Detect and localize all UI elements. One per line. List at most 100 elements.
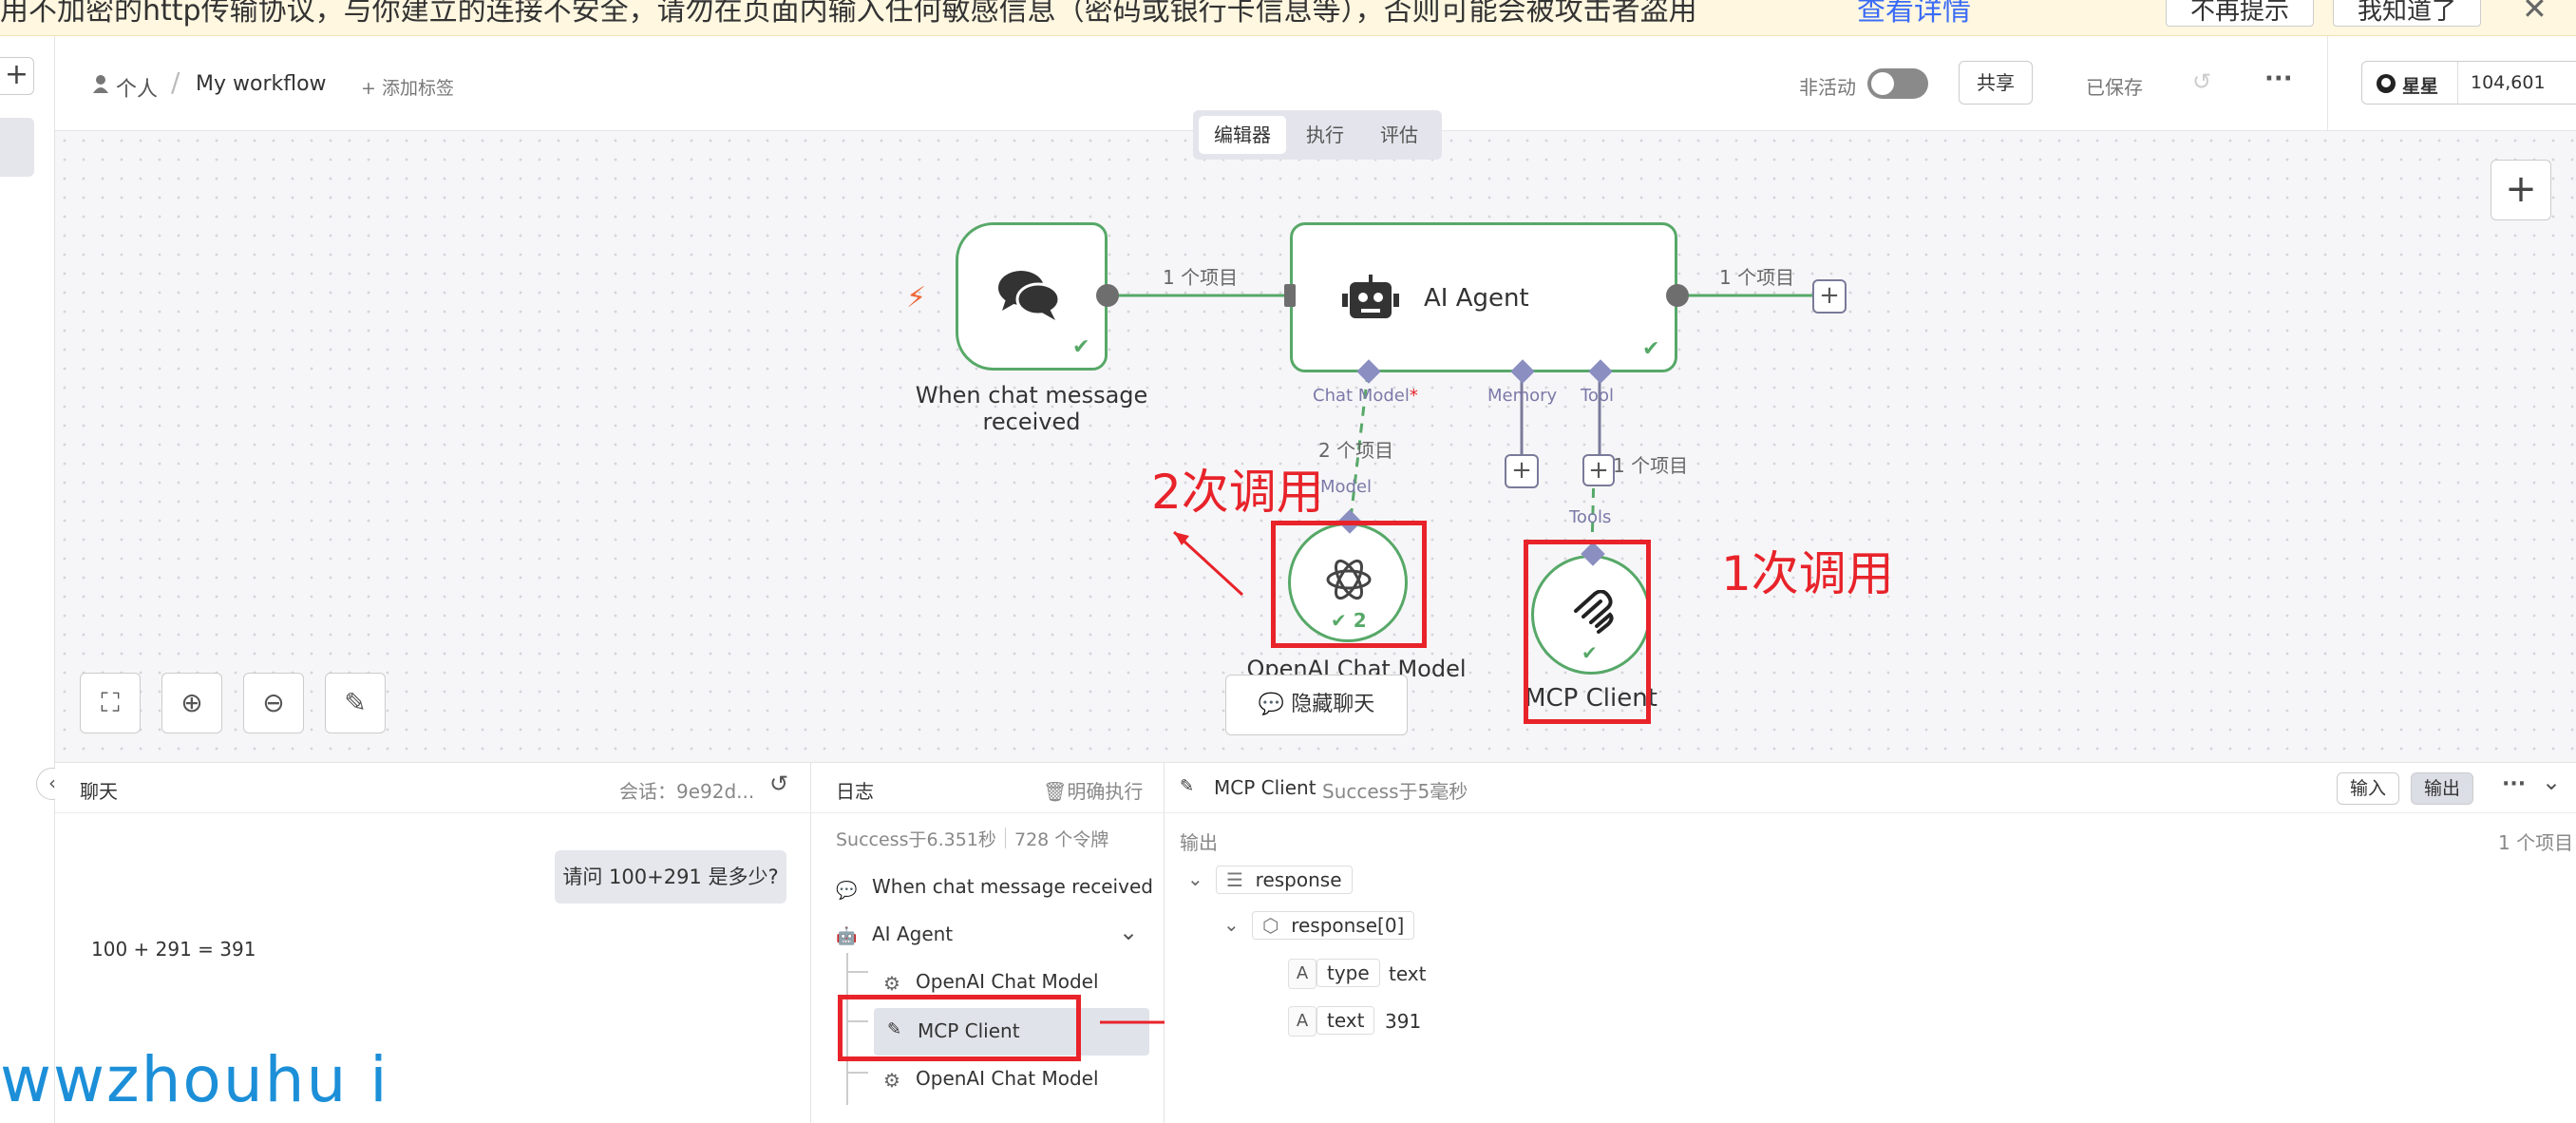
chevron-down-icon[interactable]: ⌄: [1223, 913, 1240, 936]
zoom-out-icon[interactable]: ⊖: [243, 673, 304, 733]
log-item[interactable]: AI Agent: [872, 923, 954, 945]
ai-agent-node[interactable]: AI Agent ✔: [1290, 222, 1677, 372]
tab-evaluations[interactable]: 评估: [1380, 124, 1418, 146]
tree-node-response[interactable]: ☰ response: [1216, 866, 1353, 894]
model-item-count: 2 个项目: [1318, 439, 1394, 462]
tab-editor[interactable]: 编辑器: [1199, 116, 1286, 154]
log-item-selected[interactable]: [874, 1008, 1149, 1056]
chevron-down-icon[interactable]: ⌄: [1187, 867, 1203, 890]
log-item[interactable]: OpenAI Chat Model: [916, 1067, 1099, 1090]
fit-view-icon[interactable]: ⛶: [80, 673, 141, 733]
memory-port-label: Memory: [1487, 386, 1558, 406]
tool-port-label: Tool: [1581, 386, 1614, 406]
clear-execution-button[interactable]: 🗑明确执行: [1043, 776, 1143, 804]
chat-icon: 💬: [1258, 693, 1285, 716]
breadcrumb-separator: /: [171, 67, 180, 98]
tree-node-response-0[interactable]: ⬡ response[0]: [1252, 911, 1415, 940]
github-icon: [2377, 74, 2396, 93]
close-icon[interactable]: ✕: [2522, 0, 2548, 27]
success-check-icon: ✔: [1642, 337, 1660, 361]
hide-chat-button[interactable]: 💬 隐藏聊天: [1225, 675, 1408, 735]
token-count: 728 个令牌: [1014, 829, 1109, 850]
robot-icon: 🤖: [836, 926, 858, 946]
object-icon: ⬡: [1262, 914, 1279, 937]
chevron-down-icon[interactable]: ⌄: [1119, 919, 1139, 945]
inactive-label: 非活动: [1799, 76, 1856, 99]
tab-executions[interactable]: 执行: [1306, 124, 1344, 146]
output-divider: [1165, 812, 2576, 813]
openai-run-count: 2: [1353, 609, 1367, 632]
openai-icon: ⚙: [883, 972, 900, 995]
zoom-in-icon[interactable]: ⊕: [161, 673, 222, 733]
log-item[interactable]: When chat message received: [872, 875, 1153, 898]
output-toggle-button[interactable]: 输出: [2411, 772, 2473, 805]
logs-panel: 日志 🗑明确执行 Success于6.351秒 728 个令牌 💬 When c…: [811, 762, 1165, 1123]
more-options-icon[interactable]: ···: [2502, 772, 2527, 796]
trigger-node[interactable]: ✔: [956, 222, 1108, 371]
active-toggle[interactable]: [1867, 68, 1928, 99]
output-status: Success于5毫秒: [1322, 780, 1468, 803]
tools-port-label: Tools: [1569, 507, 1612, 527]
list-icon: ☰: [1226, 868, 1243, 891]
mode-tabs: 编辑器 执行 评估: [1193, 110, 1442, 160]
log-item[interactable]: MCP Client: [918, 1019, 1020, 1042]
sidebar-selected-item[interactable]: [0, 118, 34, 177]
input-port[interactable]: [1284, 284, 1296, 307]
add-memory-button[interactable]: +: [1505, 454, 1539, 488]
tidy-up-icon[interactable]: ✎: [325, 673, 386, 733]
add-node-button[interactable]: +: [2491, 160, 2551, 220]
openai-icon: ⚙: [883, 1069, 900, 1092]
log-item[interactable]: OpenAI Chat Model: [916, 970, 1099, 993]
output-item-count: 1 个项目: [2498, 831, 2574, 854]
output-panel: ✎ MCP Client Success于5毫秒 输入 输出 ··· ⌄ 输出 …: [1165, 762, 2576, 1123]
no-remind-button[interactable]: 不再提示: [2166, 0, 2314, 27]
run-count-badge: ✔ 2: [1331, 609, 1367, 632]
chat-bubbles-icon: [998, 271, 1061, 320]
trigger-item-count: 1 个项目: [1163, 266, 1239, 289]
output-node-name: MCP Client: [1214, 776, 1316, 799]
header-divider: [2327, 36, 2328, 131]
mcp-highlight-box: [1524, 540, 1651, 724]
mcp-node-label: MCP Client: [1525, 684, 1657, 713]
reset-session-icon[interactable]: ↺: [769, 771, 789, 797]
field-key-text[interactable]: text: [1316, 1006, 1375, 1035]
output-port[interactable]: [1666, 284, 1689, 307]
ai-agent-label: AI Agent: [1424, 284, 1529, 313]
add-tag-link[interactable]: + 添加标签: [361, 78, 454, 99]
openai-icon: [1326, 559, 1372, 600]
github-star-button[interactable]: 星星 104,601: [2361, 61, 2576, 105]
workflow-canvas[interactable]: 编辑器 执行 评估 + ⚡ ✔ When chat m: [55, 110, 2576, 762]
chat-panel-title: 聊天: [80, 780, 118, 803]
chat-bubbles-icon: 💬: [836, 881, 858, 901]
share-button[interactable]: 共享: [1959, 61, 2033, 105]
workflow-name[interactable]: My workflow: [196, 72, 327, 96]
input-toggle-button[interactable]: 输入: [2337, 772, 2399, 805]
annotation-2-calls: 2次调用: [1151, 465, 1324, 520]
trigger-bolt-icon: ⚡: [906, 281, 927, 314]
chat-model-text: Chat Model: [1313, 386, 1410, 406]
more-options-icon[interactable]: ···: [2264, 65, 2293, 93]
field-key-type[interactable]: type: [1316, 959, 1380, 987]
github-label: 星星: [2402, 76, 2439, 97]
acknowledge-button[interactable]: 我知道了: [2333, 0, 2481, 27]
chat-model-port-label: Chat Model*: [1313, 386, 1418, 406]
mcp-icon: ✎: [887, 1019, 902, 1039]
github-divider: [2457, 62, 2458, 104]
connections-layer: [1108, 289, 1820, 597]
add-tool-button[interactable]: +: [1582, 454, 1615, 486]
owner-label[interactable]: 个人: [116, 78, 159, 102]
add-next-node-button[interactable]: +: [1812, 279, 1847, 314]
add-icon[interactable]: +: [0, 57, 34, 95]
tree-lines: [846, 953, 868, 1105]
mcp-log-highlight-box: [838, 995, 1081, 1061]
openai-chat-model-node[interactable]: ✔ 2: [1288, 523, 1408, 642]
output-port[interactable]: [1096, 284, 1119, 307]
logs-panel-title: 日志: [836, 780, 874, 803]
success-check-icon: ✔: [1072, 335, 1090, 359]
banner-details-link[interactable]: 查看详情: [1857, 0, 1971, 28]
annotation-1-call: 1次调用: [1721, 546, 1894, 601]
history-icon[interactable]: ↺: [2192, 68, 2212, 95]
chevron-down-icon[interactable]: ⌄: [2542, 769, 2562, 795]
logs-divider: [811, 812, 1165, 813]
output-section-label: 输出: [1180, 831, 1218, 854]
